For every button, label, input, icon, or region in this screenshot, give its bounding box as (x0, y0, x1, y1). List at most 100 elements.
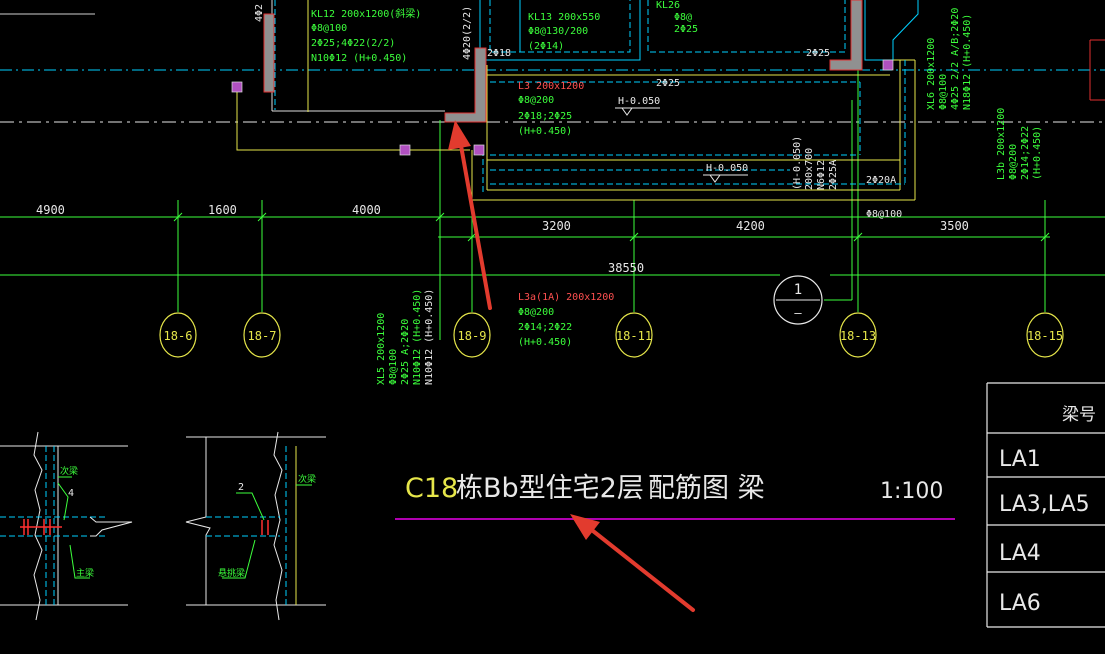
dimension-text: 4000 (352, 203, 381, 217)
title-scale: 1:100 (880, 479, 943, 504)
dimensions: 4900 1600 4000 3200 4200 3500 38550 (36, 203, 969, 275)
detail-label: 悬挑梁 (218, 567, 245, 579)
wall-left (263, 13, 275, 93)
beam-waist-xl6: N18Φ12 (H+0.450) (962, 14, 973, 110)
level-mark-b: H-0.050 (703, 163, 748, 183)
title-sub: 配筋图 梁 (648, 473, 765, 504)
dimension-text: 3500 (940, 219, 969, 233)
axis-label: 18-7 (248, 329, 277, 343)
beam-stirrup-kl13: Φ8@130/200 (528, 26, 588, 37)
beam-waist-xl5-b: N10Φ12 (H+0.450) (424, 289, 435, 385)
mid-beam-size: 200x700 (804, 148, 815, 190)
rebar-note: 2Φ25 (806, 48, 830, 59)
axis-bubble: 18-7 (243, 312, 281, 358)
table-row-label: LA1 (999, 447, 1041, 472)
wall-right (829, 0, 863, 71)
red-arrow-title (570, 514, 695, 612)
detail-tag: 次梁 (60, 465, 78, 477)
beam-label-xl6: XL6 200x1200 (926, 38, 937, 110)
level-mark-a: H-0.050 (615, 96, 660, 116)
mid-beam-level: (H-0.050) (792, 136, 803, 190)
beam-label-l3b: L3b 200x1200 (996, 108, 1007, 180)
beam-rebar-xl5: 2Φ25 A;2Φ20 (400, 319, 411, 385)
beam-label-kl26: KL26 (656, 0, 680, 11)
detail-label: 主梁 (76, 567, 94, 579)
title-prefix: C18 (405, 473, 458, 504)
level-symbols: H-0.050 H-0.050 (615, 96, 748, 183)
axis-bubble: 18-11 (615, 312, 653, 358)
red-arrows (448, 120, 695, 612)
column-marker (231, 81, 243, 93)
rebar-note: 2Φ20A (866, 175, 896, 186)
section-number: 1 (794, 282, 802, 298)
beam-rebar-xl6: 4Φ25 2/2 A/B;2Φ20 (950, 8, 961, 110)
beam-stirrup-kl12: Φ8@100 (311, 23, 347, 34)
axis-bubble: 18-13 (839, 312, 877, 358)
drawing-title: C18 栋Bb型住宅2层 配筋图 梁 1:100 (395, 473, 955, 520)
beam-annotations: KL12 200x1200(斜梁) Φ8@100 2Φ25;4Φ22(2/2) … (254, 0, 1043, 385)
axis-label: 18-15 (1027, 329, 1063, 343)
beam-label-kl13: KL13 200x550 (528, 12, 600, 23)
axis-bubble: 18-6 (159, 312, 197, 358)
beam-stirrup-l3: Φ8@200 (518, 95, 554, 106)
beam-rebar-kl26: 2Φ25 (674, 24, 698, 35)
level-text: H-0.050 (706, 163, 748, 174)
vertical-rebar-note: 4Φ2 (254, 4, 265, 22)
table-row-label: LA4 (999, 541, 1041, 566)
axis-label: 18-11 (616, 329, 652, 343)
table-row-label: LA3,LA5 (999, 492, 1090, 517)
beam-label-kl12: KL12 200x1200(斜梁) (311, 7, 421, 20)
table-header: 梁号 (1062, 405, 1096, 425)
dimension-text: 1600 (208, 203, 237, 217)
beam-stirrup-l3b: Φ8@200 (1008, 144, 1019, 180)
beam-stirrup-xl5: Φ8@100 (388, 349, 399, 385)
beam-rebar-kl12: 2Φ25;4Φ22(2/2) (311, 38, 395, 49)
column-marker (882, 59, 894, 71)
wall-center (444, 47, 487, 123)
beam-waist-kl12: N10Φ12 (H+0.450) (311, 53, 407, 64)
beam-rebar-kl13: (2Φ14) (528, 41, 564, 52)
detail-number: 4 (68, 488, 74, 499)
title-main: 栋Bb型住宅2层 (456, 473, 644, 504)
beam-schedule-table: 梁号 LA1 LA3,LA5 LA4 LA6 (986, 382, 1105, 628)
stirrup-note: Φ8@100 (866, 209, 902, 220)
rebar-note: 2Φ25 (656, 78, 680, 89)
beam-rebar-l3a: 2Φ14;2Φ22 (518, 322, 572, 333)
beam-level-l3: (H+0.450) (518, 126, 572, 137)
dimension-text: 4900 (36, 203, 65, 217)
beam-level-l3a: (H+0.450) (518, 337, 572, 348)
beam-label-l3: L3 200x1200 (518, 81, 584, 92)
beam-stirrup-kl26: Φ8@ (674, 12, 692, 23)
axis-label: 18-9 (458, 329, 487, 343)
red-arrow-up (448, 120, 492, 310)
detail-tag: 次梁 (298, 473, 316, 485)
vertical-rebar-note: 4Φ20(2/2) (462, 6, 473, 60)
detail-left: 次梁 4 主梁 (0, 431, 133, 621)
detail-number: 2 (238, 482, 244, 493)
table-row-label: LA6 (999, 591, 1041, 616)
walls (263, 0, 863, 123)
mid-beam-waist: N6Φ12 (816, 160, 827, 190)
columns (231, 59, 894, 156)
column-marker (473, 144, 485, 156)
section-marker: 1 — (773, 275, 823, 325)
axis-bubbles: 18-6 18-7 18-9 18-11 18-13 18-15 (159, 312, 1064, 358)
section-sheet: — (794, 306, 802, 320)
beam-stirrup-l3a: Φ8@200 (518, 307, 554, 318)
axis-label: 18-6 (164, 329, 193, 343)
dimension-text: 3200 (542, 219, 571, 233)
beam-level-l3b: (H+0.450) (1032, 126, 1043, 180)
column-marker (399, 144, 411, 156)
beam-label-l3a: L3a(1A) 200x1200 (518, 292, 614, 303)
beam-rebar-l3: 2Φ18;2Φ25 (518, 111, 572, 122)
dimension-text: 4200 (736, 219, 765, 233)
axis-bubble: 18-9 (453, 312, 491, 358)
beam-rebar-l3b: 2Φ14;2Φ22 (1020, 126, 1031, 180)
mid-beam-rebar: 2Φ25A (828, 160, 839, 190)
level-text: H-0.050 (618, 96, 660, 107)
axis-bubble: 18-15 (1026, 312, 1064, 358)
beam-stirrup-xl6: Φ8@100 (938, 74, 949, 110)
beam-waist-xl5: N10Φ12 (H+0.450) (412, 289, 423, 385)
beam-label-xl5: XL5 200x1200 (376, 313, 387, 385)
